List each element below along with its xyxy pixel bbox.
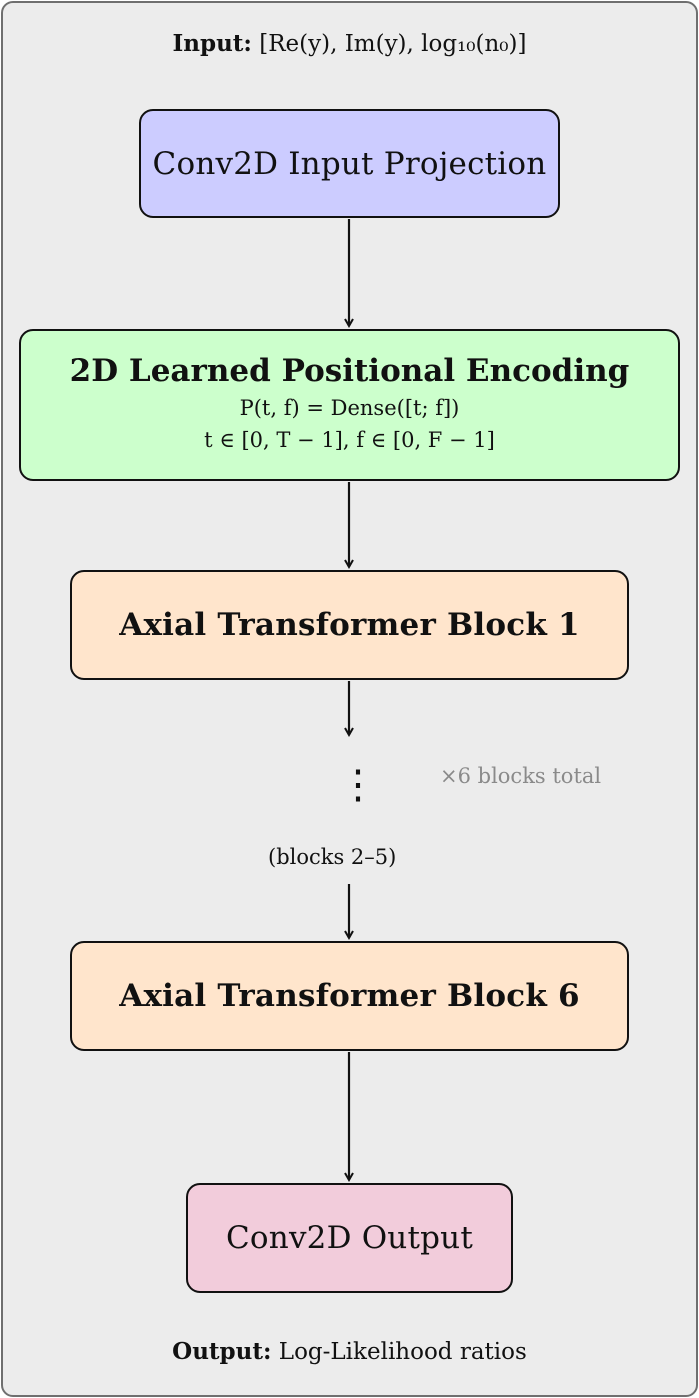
conv2d-output-label: Conv2D Output [226, 1220, 473, 1256]
output-value: Log-Likelihood ratios [278, 1339, 527, 1365]
axial-transformer-block-1-box: Axial Transformer Block 1 [70, 570, 629, 680]
output-caption: Output: Log-Likelihood ratios [0, 1338, 699, 1365]
positional-encoding-formula-1: P(t, f) = Dense([t; f]) [239, 395, 460, 420]
axial-transformer-block-6-label: Axial Transformer Block 6 [119, 978, 580, 1014]
blocks-range-note: (blocks 2–5) [268, 845, 397, 869]
vertical-ellipsis: ⋮ [338, 762, 378, 808]
output-label: Output: [172, 1338, 272, 1365]
conv2d-input-projection-box: Conv2D Input Projection [139, 109, 560, 218]
axial-transformer-block-6-box: Axial Transformer Block 6 [70, 941, 629, 1051]
conv2d-output-box: Conv2D Output [186, 1183, 513, 1293]
input-value: [Re(y), Im(y), log₁₀(n₀)] [259, 31, 527, 57]
axial-transformer-block-1-label: Axial Transformer Block 1 [119, 607, 580, 643]
positional-encoding-title: 2D Learned Positional Encoding [69, 352, 630, 389]
conv2d-input-projection-label: Conv2D Input Projection [152, 145, 547, 182]
input-label: Input: [172, 30, 252, 57]
positional-encoding-formula-2: t ∈ [0, T − 1], f ∈ [0, F − 1] [204, 428, 495, 452]
input-caption: Input: [Re(y), Im(y), log₁₀(n₀)] [0, 30, 699, 57]
repeat-count-note: ×6 blocks total [440, 764, 602, 788]
positional-encoding-box: 2D Learned Positional Encoding P(t, f) =… [19, 329, 680, 481]
